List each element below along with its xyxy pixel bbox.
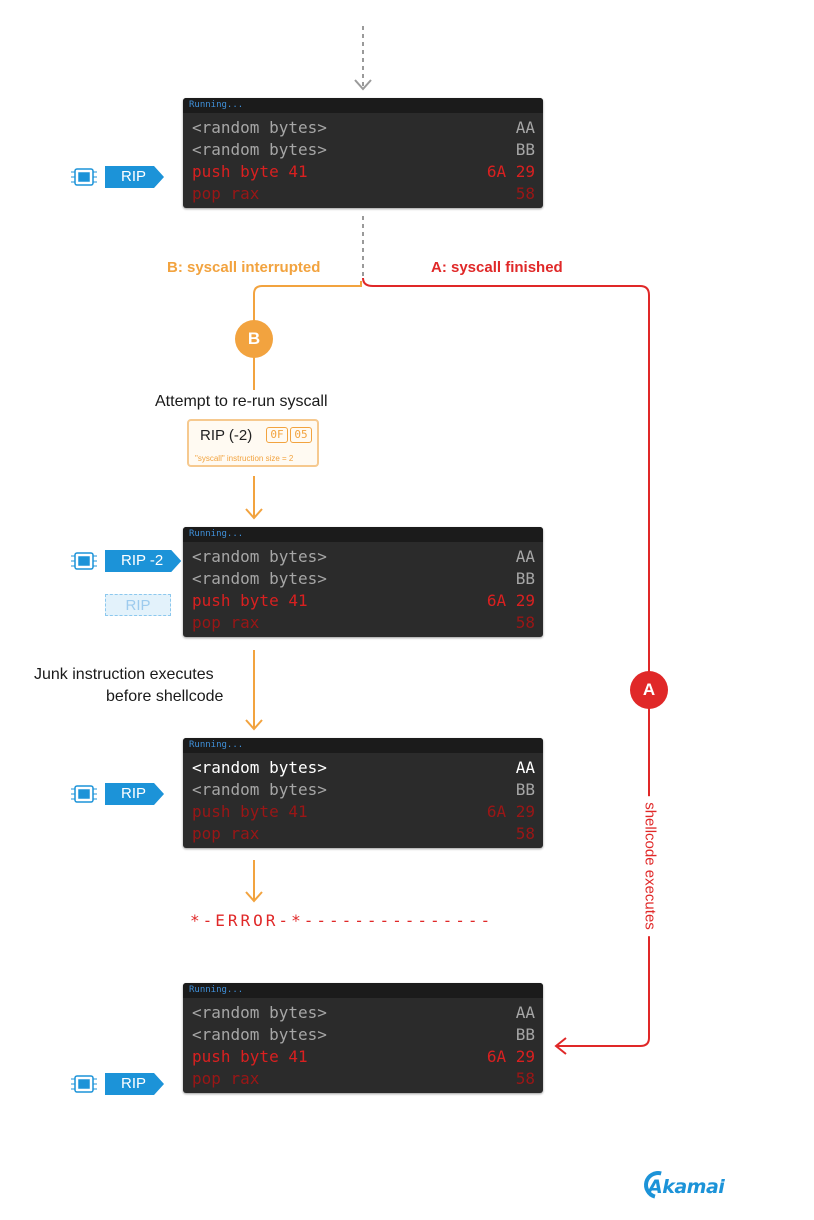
syscall-byte-05: 05 xyxy=(290,427,312,443)
rip-tag: RIP xyxy=(105,166,164,188)
terminal-header: Running... xyxy=(183,738,543,753)
branch-b-marker: B xyxy=(235,320,273,358)
row-random-bytes-2: <random bytes>BB xyxy=(192,569,535,588)
row-random-bytes-2: <random bytes>BB xyxy=(192,780,535,799)
syscall-byte-0f: 0F xyxy=(266,427,288,443)
terminal-header: Running... xyxy=(183,527,543,542)
row-random-bytes-2: <random bytes>BB xyxy=(192,140,535,159)
branch-a-marker: A xyxy=(630,671,668,709)
terminal-header: Running... xyxy=(183,983,543,998)
row-random-bytes-2: <random bytes>BB xyxy=(192,1025,535,1044)
ripbox-label: RIP (-2) xyxy=(200,427,253,444)
entry-arrowhead xyxy=(354,79,372,91)
shellcode-executes-label: shellcode executes xyxy=(641,796,659,936)
rip-ghost-tag: RIP xyxy=(105,594,171,616)
rip-tag: RIP xyxy=(105,783,164,805)
rip-pointer-1: RIP xyxy=(105,166,164,188)
branch-a-label: A: syscall finished xyxy=(431,259,563,276)
cpu-chip-icons xyxy=(74,168,94,1093)
terminal-1: Running... <random bytes>AA <random byte… xyxy=(183,98,543,208)
branch-b-line xyxy=(253,281,362,322)
rip-pointer-2: RIP -2 xyxy=(105,550,181,572)
error-line: *-ERROR-*--------------- xyxy=(190,911,494,930)
rip-minus-2-box: RIP (-2) 0F 05 "syscall" instruction siz… xyxy=(187,419,319,467)
terminal-4: Running... <random bytes>AA <random byte… xyxy=(183,983,543,1093)
attempt-label: Attempt to re-run syscall xyxy=(155,393,328,410)
cpu-chip-pins xyxy=(71,171,97,1090)
arrowhead-terminal-3 xyxy=(245,719,263,731)
arrowhead-error xyxy=(245,891,263,903)
arrowhead-terminal-2 xyxy=(245,508,263,520)
rip-pointer-4: RIP xyxy=(105,1073,164,1095)
rip-pointer-3: RIP xyxy=(105,783,164,805)
terminal-3: Running... <random bytes>AA <random byte… xyxy=(183,738,543,848)
junk-label-line-1: Junk instruction executes xyxy=(34,666,214,683)
ripbox-note: "syscall" instruction size = 2 xyxy=(195,454,294,463)
akamai-logo: Akamai xyxy=(648,1176,725,1198)
arrowhead-terminal-4 xyxy=(554,1037,567,1055)
branch-a-line xyxy=(362,277,650,1047)
terminal-header: Running... xyxy=(183,98,543,113)
row-random-bytes-1: <random bytes>AA xyxy=(192,1003,535,1022)
terminal-2: Running... <random bytes>AA <random byte… xyxy=(183,527,543,637)
rip-tag: RIP xyxy=(105,1073,164,1095)
junk-label-line-2: before shellcode xyxy=(106,688,224,705)
row-random-bytes-1: <random bytes>AA xyxy=(192,547,535,566)
row-random-bytes-1: <random bytes>AA xyxy=(192,118,535,137)
rip-minus-2-tag: RIP -2 xyxy=(105,550,181,572)
row-random-bytes-1: <random bytes>AA xyxy=(192,758,535,777)
branch-b-label: B: syscall interrupted xyxy=(167,259,321,276)
